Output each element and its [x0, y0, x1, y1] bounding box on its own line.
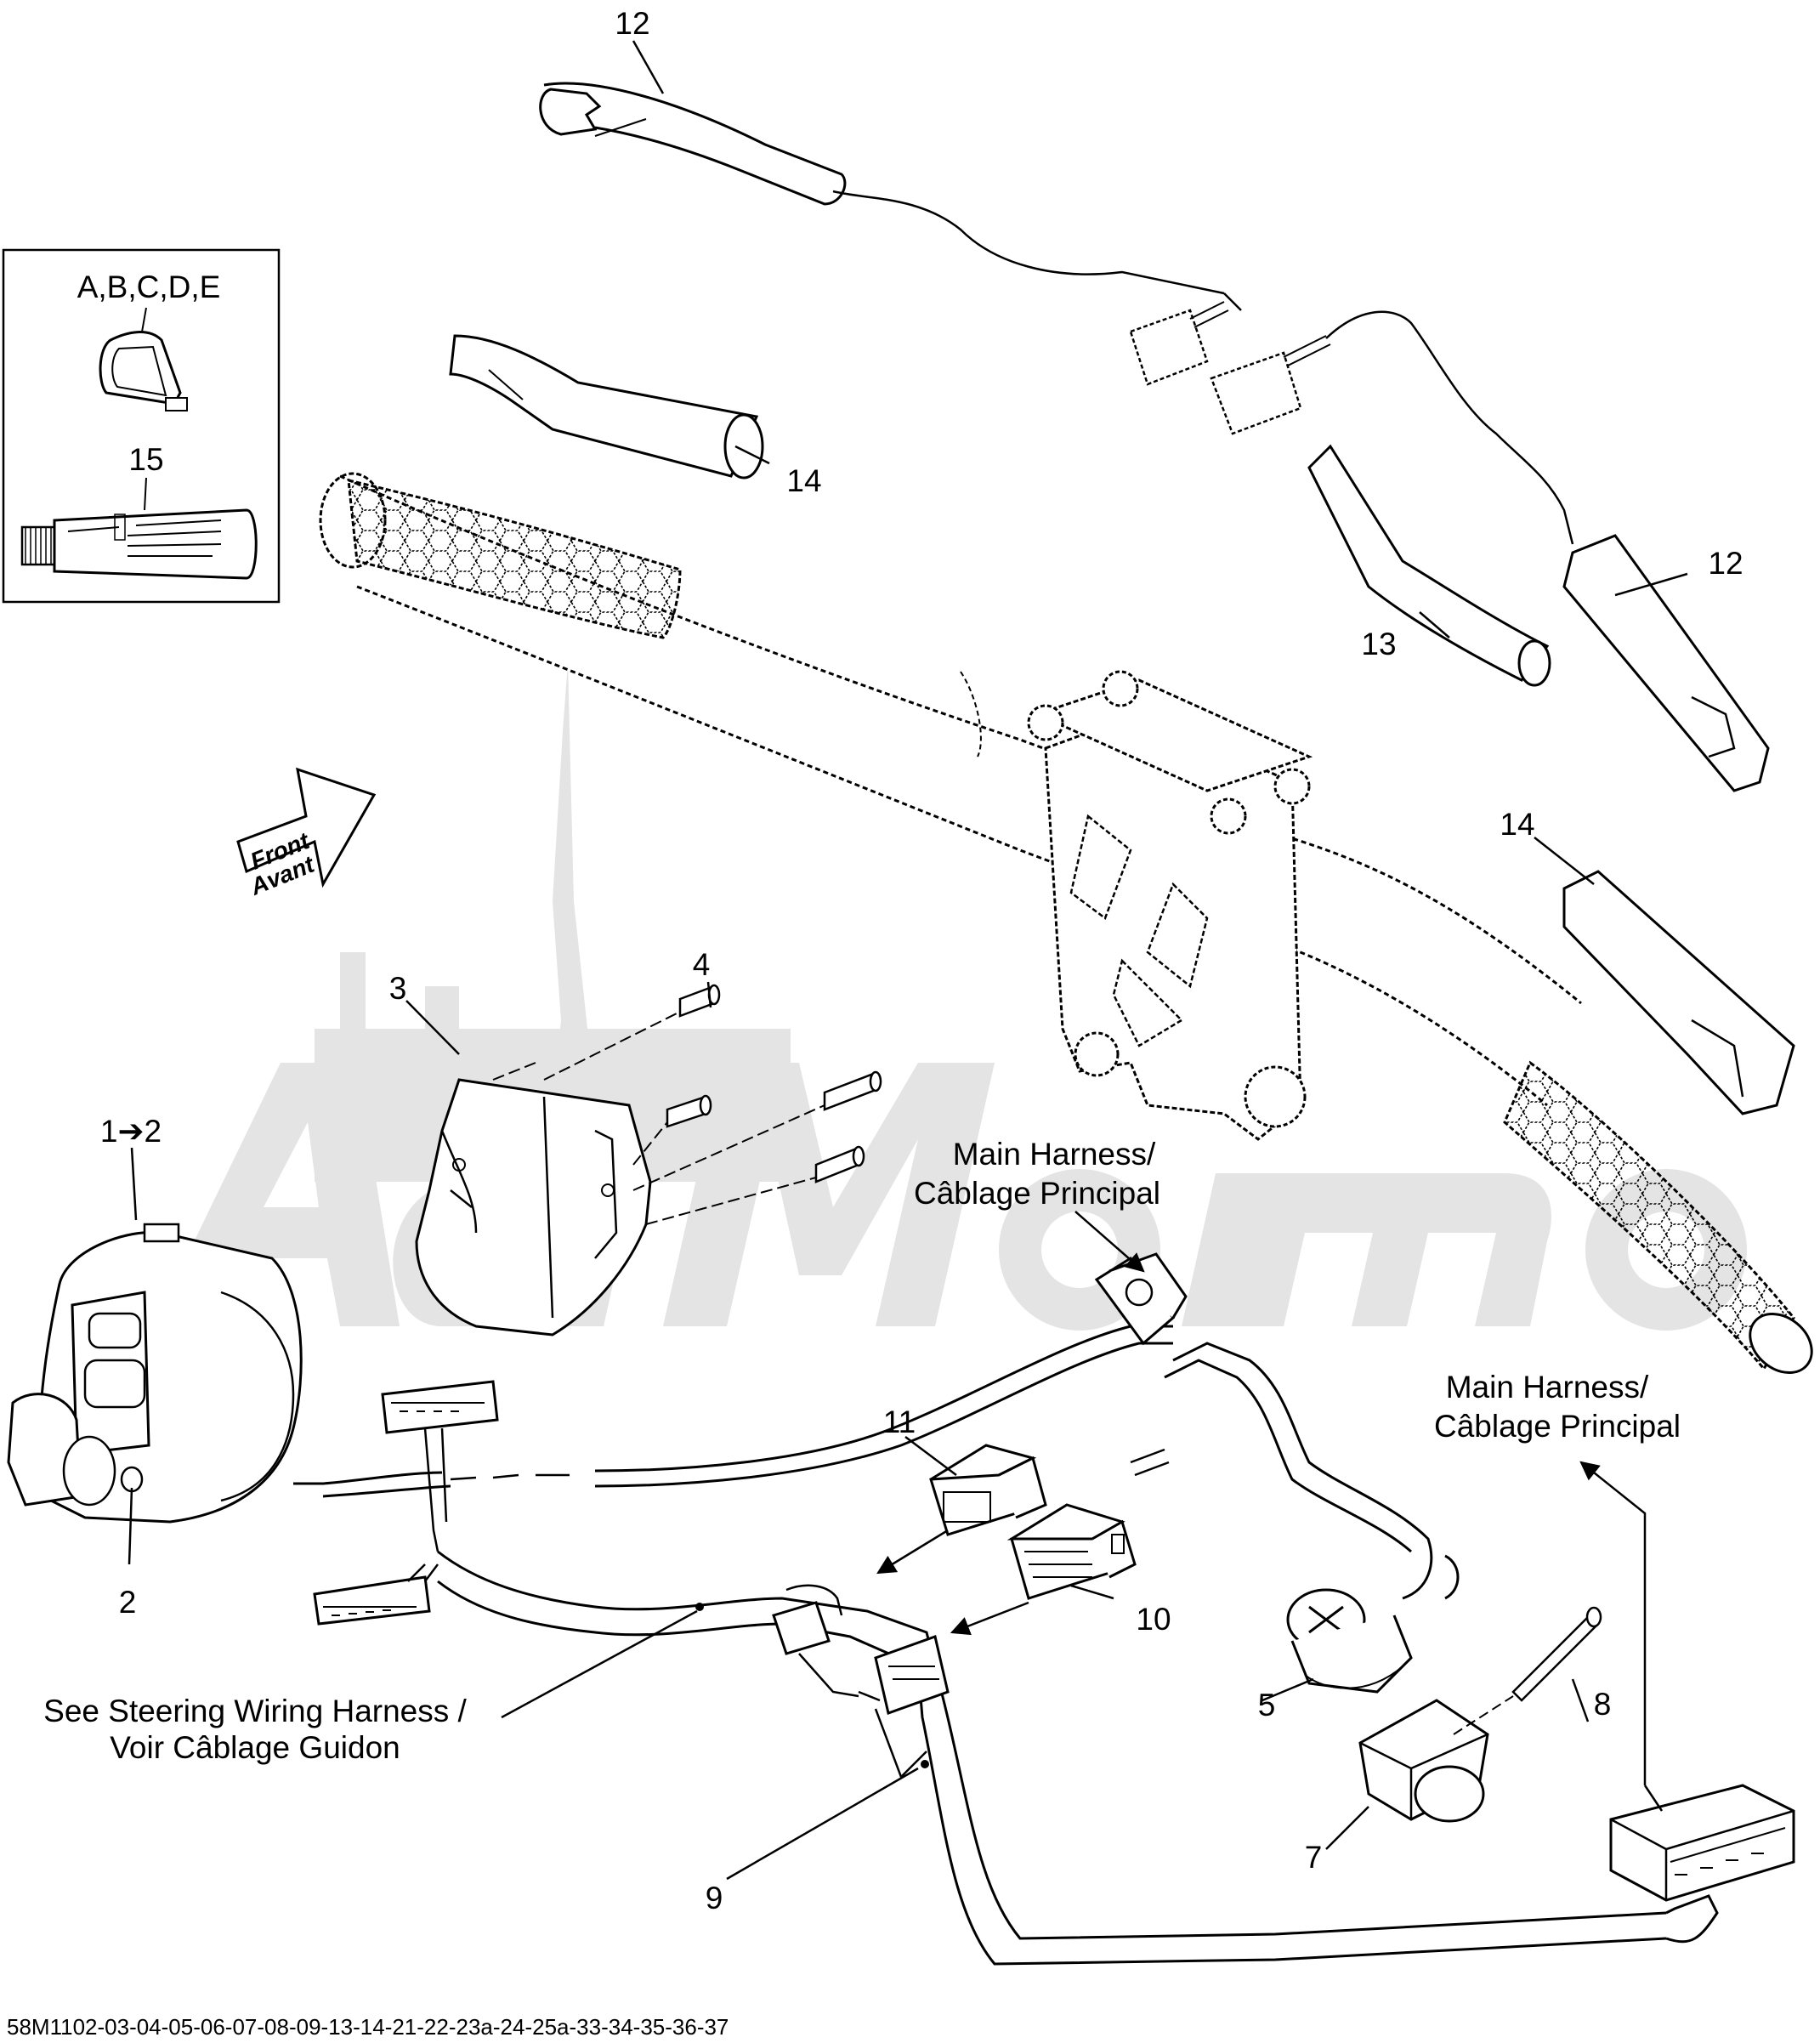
switch-block-part-1: [7, 1223, 303, 1524]
callout-2: 2: [119, 1585, 137, 1620]
callout-3: 3: [389, 971, 407, 1006]
tube-part-13: [1307, 444, 1551, 687]
main-harness-note-b-line2: Câblage Principal: [1434, 1409, 1681, 1444]
screw-set-part-4: [492, 984, 882, 1225]
main-harness-module: [1609, 1784, 1795, 1902]
callout-15: 15: [128, 442, 163, 477]
switch-housing-part-3: [415, 1078, 652, 1336]
switch-part-5: [1286, 1588, 1413, 1694]
main-harness-note-b-line1: Main Harness/: [1446, 1370, 1649, 1405]
callout-4: 4: [693, 947, 711, 982]
callout-5: 5: [1258, 1688, 1276, 1722]
grip-insert-upper-part-14: [449, 334, 764, 480]
callout-9: 9: [706, 1881, 723, 1915]
leader-lines: [128, 40, 1688, 1881]
callout-10: 10: [1136, 1602, 1171, 1637]
clamp-part-abcde: [99, 331, 188, 411]
screw: [823, 1070, 882, 1111]
diagram-code: 58M1102-03-04-05-06-07-08-09-13-14-21-22…: [7, 2014, 729, 2040]
pin-part-8: [1453, 1606, 1602, 1735]
callout-8: 8: [1594, 1687, 1612, 1722]
callout-12-right: 12: [1708, 546, 1743, 581]
grip-insert-right-part-14: [1562, 870, 1795, 1115]
inset-box: A,B,C,D,E 15: [2, 248, 281, 604]
steering-harness-note-line2: Voir Câblage Guidon: [110, 1730, 400, 1765]
callout-7: 7: [1305, 1840, 1323, 1875]
callout-12-top: 12: [615, 6, 649, 41]
left-grip: [319, 472, 682, 639]
callout-11: 11: [883, 1405, 916, 1439]
callout-14-right: 14: [1500, 807, 1534, 842]
harness-lead-connectors: [313, 1380, 499, 1626]
steering-harness-note-line1: See Steering Wiring Harness /: [43, 1694, 467, 1728]
harness-junction-connectors: [772, 1584, 950, 1779]
connector-part-11: [929, 1444, 1047, 1536]
grease-tube-part-15: [20, 508, 258, 580]
main-harness-note-a-line1: Main Harness/: [953, 1137, 1156, 1172]
heating-element-right-part-12: [1562, 534, 1770, 792]
heating-element-top-part-12: [539, 82, 1242, 311]
screw: [666, 1094, 712, 1128]
screw: [678, 984, 721, 1018]
cap-part-7: [1358, 1699, 1489, 1823]
front-direction-arrow: Front Avant: [236, 767, 377, 900]
pointer-arrows: [876, 1211, 1664, 1812]
connector-pair-top: [1129, 301, 1574, 545]
steering-harness: [437, 1342, 1719, 1966]
screw: [814, 1145, 865, 1183]
main-harness-note-a-line2: Câblage Principal: [914, 1176, 1160, 1211]
callout-13: 13: [1361, 627, 1396, 661]
right-grip: [1503, 1060, 1813, 1374]
steering-riser: [1027, 670, 1313, 1141]
callout-inset-letters: A,B,C,D,E: [77, 270, 221, 304]
connector-part-10: [1006, 1503, 1137, 1600]
callout-14-upper: 14: [786, 463, 821, 498]
callout-1-to-2: 1➔2: [100, 1114, 162, 1149]
